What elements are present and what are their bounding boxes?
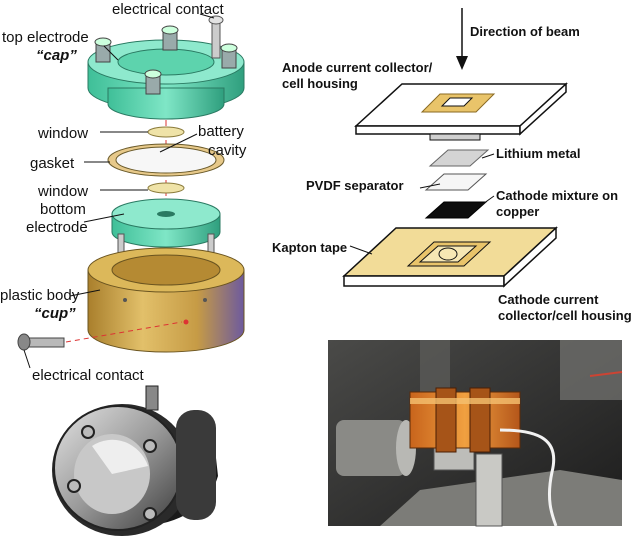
label-electrical-contact-bottom: electrical contact [32, 367, 145, 384]
setup-photo [328, 340, 623, 527]
cathode-mixture-sheet [424, 201, 488, 219]
label-cathode-mixture-line2: copper [496, 204, 539, 219]
window-1-disc [147, 126, 185, 138]
label-cathode-mixture-line1: Cathode mixture on [496, 188, 618, 203]
bottom-electrode [111, 198, 221, 257]
cap-screw [220, 43, 238, 69]
cap-screw [161, 25, 179, 51]
cap-screw [144, 69, 162, 95]
label-electrode: electrode [26, 219, 88, 236]
label-window-1: window [37, 125, 88, 142]
cathode-housing-plate [342, 226, 558, 288]
side-contact-screw [17, 321, 183, 351]
label-electrical-contact-top: electrical contact [112, 1, 225, 18]
label-gasket: gasket [30, 155, 75, 172]
label-direction-of-beam: Direction of beam [470, 24, 580, 39]
label-plastic-body: plastic body [0, 287, 80, 304]
label-anode-line1: Anode current collector/ [282, 60, 433, 75]
anode-housing-plate [354, 82, 568, 141]
label-bottom: bottom [40, 201, 86, 218]
label-pvdf-separator: PVDF separator [306, 178, 404, 193]
label-kapton-tape: Kapton tape [272, 240, 347, 255]
exploded-cell-diagram: electrical contact top electrode “cap” w… [0, 1, 247, 384]
label-top-electrode: top electrode [2, 29, 89, 46]
gasket-ring [107, 143, 225, 177]
plastic-body-cup [87, 247, 245, 353]
label-window-2: window [37, 183, 88, 200]
label-cathode-cc-line2: collector/cell housing [498, 308, 632, 323]
cap-screw [94, 37, 112, 63]
label-lithium-metal: Lithium metal [496, 146, 581, 161]
label-cup: “cup” [34, 305, 76, 322]
label-battery: battery [198, 123, 244, 140]
lithium-metal-sheet [428, 149, 490, 167]
assembled-cell-photo [52, 385, 218, 536]
label-anode-line2: cell housing [282, 76, 358, 91]
pvdf-separator-sheet [424, 173, 488, 191]
label-cavity: cavity [208, 142, 247, 159]
top-electrode-cap [87, 15, 245, 120]
window-2-disc [147, 182, 185, 194]
label-cap: “cap” [36, 47, 77, 64]
label-cathode-cc-line1: Cathode current [498, 292, 599, 307]
pouch-cell-diagram: Direction of beam [272, 8, 632, 323]
